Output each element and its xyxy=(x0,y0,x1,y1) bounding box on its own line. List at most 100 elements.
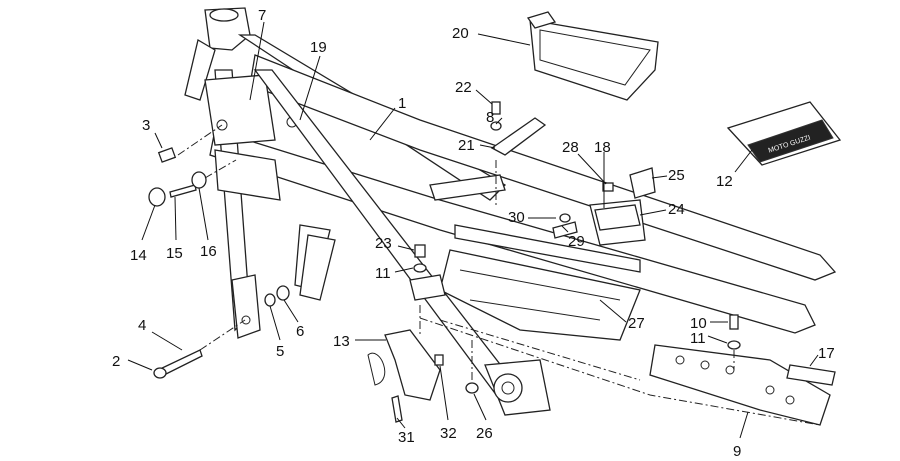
leader-26 xyxy=(473,393,487,421)
leader-21 xyxy=(479,144,496,149)
skid-hole xyxy=(785,395,795,405)
skid-hole xyxy=(765,385,775,395)
callout-15: 15 xyxy=(166,245,183,262)
leader-16 xyxy=(198,187,209,241)
headstock-gusset xyxy=(184,38,216,101)
callout-21: 21 xyxy=(458,137,475,154)
callout-17: 17 xyxy=(818,345,835,362)
leader-12 xyxy=(734,149,753,173)
callout-labels: 1 2 3 4 5 6 7 8 9 10 11 11 12 13 14 15 1… xyxy=(112,7,835,460)
bolt-head-2 xyxy=(153,367,167,379)
cross-tube-1 xyxy=(429,174,506,201)
callout-25: 25 xyxy=(668,167,685,184)
pin-29 xyxy=(552,221,578,239)
pivot-boss xyxy=(493,373,523,403)
leader-14 xyxy=(141,204,156,241)
leader-5 xyxy=(269,305,281,341)
leader-22 xyxy=(475,89,493,105)
washer-11b xyxy=(727,340,741,350)
callout-32: 32 xyxy=(440,425,457,442)
callout-19: 19 xyxy=(310,39,327,56)
side-bracket xyxy=(367,329,444,401)
battery-tray xyxy=(526,11,659,101)
bolt-15 xyxy=(169,184,197,198)
callout-13: 13 xyxy=(333,333,350,350)
bracket-clip xyxy=(367,352,386,386)
callout-20: 20 xyxy=(452,25,469,42)
cradle-line xyxy=(459,269,621,301)
bracket-24 xyxy=(594,204,641,231)
axis-line xyxy=(177,124,223,156)
callout-30: 30 xyxy=(508,209,525,226)
axis-line xyxy=(204,159,237,179)
leader-1 xyxy=(369,107,396,141)
callout-26: 26 xyxy=(476,425,493,442)
leader-17 xyxy=(809,354,819,367)
leader-9 xyxy=(739,411,749,439)
axis-line xyxy=(419,317,821,426)
callout-11b: 11 xyxy=(690,330,706,347)
skid-hole xyxy=(675,355,685,365)
gusset-hole xyxy=(216,119,228,131)
engine-plate xyxy=(299,234,336,301)
washer-11 xyxy=(413,263,427,273)
callout-12: 12 xyxy=(716,173,733,190)
callout-2: 2 xyxy=(112,353,120,370)
cross-tube-2 xyxy=(454,224,641,273)
screw-28 xyxy=(602,182,614,192)
washer-6 xyxy=(276,285,290,301)
leader-2 xyxy=(127,359,153,371)
washer-16 xyxy=(191,171,207,189)
callout-24: 24 xyxy=(668,201,685,218)
pivot-hole xyxy=(501,381,515,395)
callout-18: 18 xyxy=(594,139,611,156)
callout-6: 6 xyxy=(296,323,304,340)
callout-22: 22 xyxy=(455,79,472,96)
mount-part xyxy=(409,274,446,301)
callout-4: 4 xyxy=(138,317,146,334)
callout-14: 14 xyxy=(130,247,147,264)
callout-10: 10 xyxy=(690,315,707,332)
fasteners xyxy=(148,101,741,423)
callout-16: 16 xyxy=(200,243,217,260)
screw-23 xyxy=(414,244,426,258)
leader-15 xyxy=(174,196,177,241)
skid-plate-body xyxy=(649,344,831,426)
mount-hole xyxy=(241,315,251,325)
leader-32 xyxy=(439,365,449,421)
leader-19 xyxy=(299,55,321,121)
leader-24 xyxy=(639,209,667,216)
leader-31 xyxy=(396,417,406,429)
leader-29 xyxy=(561,225,569,233)
callout-3: 3 xyxy=(142,117,150,134)
tray-tab xyxy=(526,11,557,29)
callout-11a: 11 xyxy=(375,265,391,282)
assembly-lines xyxy=(177,124,821,426)
callout-31: 31 xyxy=(398,429,415,446)
leader-4 xyxy=(151,331,183,351)
callout-9: 9 xyxy=(733,443,741,460)
tray-inner xyxy=(539,29,651,86)
leader-3 xyxy=(154,132,163,149)
nut-26 xyxy=(465,382,479,394)
cradle-line xyxy=(469,299,601,321)
screw-31 xyxy=(391,395,403,423)
headstock-top xyxy=(209,8,239,22)
skid-plate xyxy=(649,344,831,426)
leader-23 xyxy=(397,245,415,251)
decal-strip xyxy=(747,119,834,163)
bracket-21 xyxy=(490,117,547,156)
nut-5 xyxy=(264,293,276,307)
leader-8 xyxy=(495,117,503,125)
callout-28: 28 xyxy=(562,139,579,156)
callout-5: 5 xyxy=(276,343,284,360)
leader-lines xyxy=(127,21,819,439)
screw-22 xyxy=(491,101,501,115)
washer-8 xyxy=(490,121,502,131)
leader-25 xyxy=(651,175,668,179)
washer-30 xyxy=(559,213,571,223)
tray-body xyxy=(529,19,659,101)
leader-11b xyxy=(707,335,728,344)
